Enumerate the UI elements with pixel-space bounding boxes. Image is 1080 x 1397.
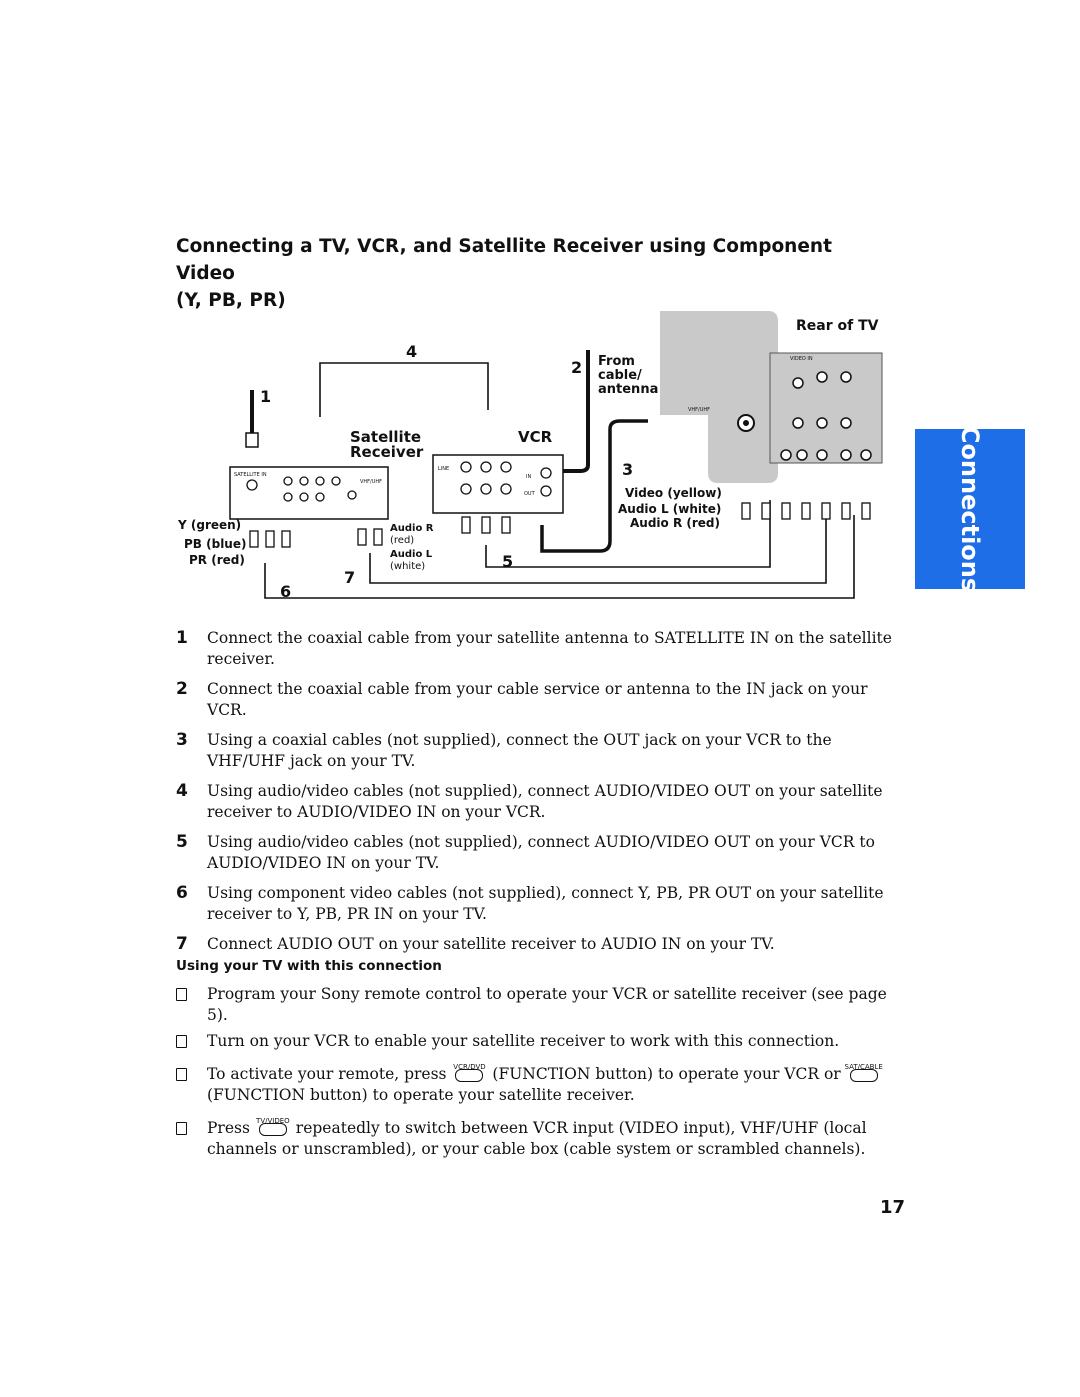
- step-item: 5 Using audio/video cables (not supplied)…: [176, 832, 906, 874]
- step-item: 2 Connect the coaxial cable from your cab…: [176, 679, 906, 721]
- tip-text-a: To activate your remote, press: [207, 1065, 447, 1083]
- vcr-in-label: IN: [526, 474, 531, 480]
- tip-text-b: repeatedly to switch between VCR input (…: [207, 1119, 867, 1158]
- satellite-in-label: SATELLITE IN: [234, 472, 267, 478]
- sat-cable-button-caption: SAT/CABLE: [844, 1062, 883, 1071]
- satellite-receiver-box: [229, 466, 389, 520]
- section-subheading: Using your TV with this connection: [176, 958, 442, 974]
- cable-label: cable/: [598, 368, 642, 383]
- audio-l-label: Audio L: [390, 549, 433, 560]
- satellite-label: Satellite: [350, 428, 421, 446]
- step-number: 5: [176, 832, 188, 852]
- sat-cable-button-icon: SAT/CABLE: [845, 1063, 883, 1082]
- audio-l-white-label: Audio L (white): [618, 502, 721, 516]
- step-item: 7 Connect AUDIO OUT on your satellite rec…: [176, 934, 906, 955]
- tv-video-button-caption: TV/VIDEO: [256, 1116, 290, 1125]
- title-line-1: Connecting a TV, VCR, and Satellite Rece…: [176, 236, 832, 284]
- tip-list: Program your Sony remote control to oper…: [176, 984, 906, 1165]
- red-label: (red): [390, 535, 414, 546]
- step-list: 1 Connect the coaxial cable from your sat…: [176, 628, 906, 964]
- pr-red-label: PR (red): [189, 553, 245, 567]
- checkbox-bullet-icon: [176, 1035, 187, 1048]
- cable-7: [369, 515, 827, 584]
- cable-1-number: 1: [260, 387, 271, 406]
- tip-text: Turn on your VCR to enable your satellit…: [207, 1032, 840, 1050]
- step-text: Connect the coaxial cable from your cabl…: [207, 680, 868, 719]
- step-item: 3 Using a coaxial cables (not supplied), …: [176, 730, 906, 772]
- white-label: (white): [390, 561, 425, 572]
- cable-2-number: 2: [571, 358, 582, 377]
- tip-item: Press TV/VIDEO repeatedly to switch betw…: [176, 1117, 906, 1160]
- step-text: Connect the coaxial cable from your sate…: [207, 629, 892, 668]
- cable-7-number: 7: [344, 568, 355, 587]
- receiver-label: Receiver: [350, 443, 424, 461]
- audio-r-red-label: Audio R (red): [630, 516, 720, 530]
- step-item: 6 Using component video cables (not suppl…: [176, 883, 906, 925]
- tip-item: Turn on your VCR to enable your satellit…: [176, 1031, 906, 1052]
- rear-of-tv-label: Rear of TV: [796, 318, 879, 334]
- tip-text-a: Press: [207, 1119, 250, 1137]
- vcr-label: VCR: [518, 428, 553, 446]
- audio-r-label: Audio R: [390, 523, 434, 534]
- antenna-label: antenna: [598, 382, 658, 397]
- tv-jack-grid: [780, 371, 872, 461]
- tv-vhf-uhf-label: VHF/UHF: [688, 407, 710, 413]
- y-green-label: Y (green): [177, 518, 241, 532]
- step-text: Using audio/video cables (not supplied),…: [207, 833, 875, 872]
- step-3-number: 3: [622, 460, 633, 479]
- step-number: 4: [176, 781, 188, 801]
- receiver-jacks: [246, 476, 357, 502]
- title-line-2: (Y, PB, PR): [176, 290, 286, 311]
- vcr-dvd-button-caption: VCR/DVD: [453, 1062, 486, 1071]
- vcr-dvd-button-icon: VCR/DVD: [453, 1063, 486, 1082]
- cable-4-number: 4: [406, 342, 417, 361]
- checkbox-bullet-icon: [176, 1122, 187, 1135]
- vcr-line-label: LINE: [438, 466, 449, 472]
- step-number: 2: [176, 679, 188, 699]
- vcr-out-label: OUT: [524, 491, 536, 497]
- vcr-jacks: [460, 461, 552, 497]
- tip-item: To activate your remote, press VCR/DVD (…: [176, 1063, 906, 1106]
- step-number: 6: [176, 883, 188, 903]
- step-text: Using a coaxial cables (not supplied), c…: [207, 731, 832, 770]
- step-text: Using component video cables (not suppli…: [207, 884, 884, 923]
- connection-diagram: Rear of TV VIDEO IN VHF/UHF From cable/ …: [177, 311, 883, 601]
- checkbox-bullet-icon: [176, 988, 187, 1001]
- cable-plugs: [249, 502, 871, 548]
- tv-video-in-label: VIDEO IN: [790, 356, 813, 362]
- tv-rear-panel: [660, 311, 778, 483]
- tip-text-b: (FUNCTION button) to operate your VCR or: [492, 1065, 841, 1083]
- from-label: From: [598, 354, 635, 369]
- page-title: Connecting a TV, VCR, and Satellite Rece…: [176, 233, 876, 314]
- cable-5-number: 5: [502, 552, 513, 571]
- tv-jack-panel: [769, 352, 883, 464]
- step-number: 1: [176, 628, 188, 648]
- cable-4: [319, 362, 489, 417]
- step-text: Using audio/video cables (not supplied),…: [207, 782, 883, 821]
- video-yellow-label: Video (yellow): [625, 486, 722, 500]
- cable-6: [264, 515, 855, 599]
- vcr-box: [432, 454, 564, 514]
- receiver-vhf-label: VHF/UHF: [360, 479, 382, 485]
- checkbox-bullet-icon: [176, 1068, 187, 1081]
- antenna-cable: [562, 350, 590, 473]
- section-tab-label: Connections: [956, 425, 984, 593]
- cable-6-number: 6: [280, 582, 291, 601]
- vcr-to-tv-coax: [540, 419, 648, 553]
- step-text: Connect AUDIO OUT on your satellite rece…: [207, 935, 775, 953]
- step-number: 3: [176, 730, 188, 750]
- step-item: 4 Using audio/video cables (not supplied)…: [176, 781, 906, 823]
- cable-5: [485, 500, 771, 568]
- section-tab[interactable]: Connections: [915, 425, 1025, 593]
- tip-text: Program your Sony remote control to oper…: [207, 985, 887, 1024]
- tip-text-c: (FUNCTION button) to operate your satell…: [207, 1086, 635, 1104]
- pb-blue-label: PB (blue): [184, 537, 246, 551]
- page-number: 17: [880, 1197, 906, 1218]
- tv-video-button-icon: TV/VIDEO: [256, 1117, 290, 1136]
- step-number: 7: [176, 934, 188, 954]
- tip-item: Program your Sony remote control to oper…: [176, 984, 906, 1026]
- step-item: 1 Connect the coaxial cable from your sat…: [176, 628, 906, 670]
